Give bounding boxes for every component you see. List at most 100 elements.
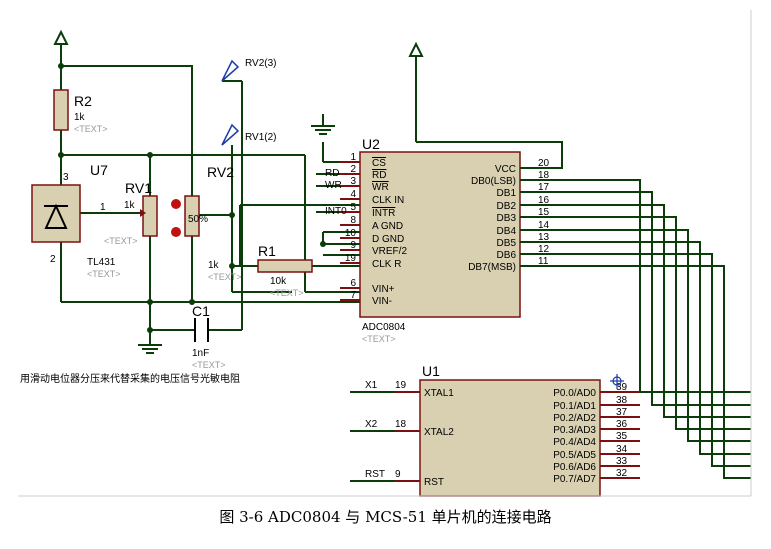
u1-ref: U1 [422,363,440,379]
net-label-int0: INT0 [325,206,347,217]
u2-pin-name: CLK R [372,259,401,270]
c1-ref: C1 [192,303,210,319]
r1-ref: R1 [258,243,276,259]
ground-symbol-c1-icon [138,330,162,354]
u1-pin-name: P0.6/AD6 [553,462,596,473]
u1-pin-number: 35 [616,431,628,442]
u1-pin-name: P0.7/AD7 [553,474,596,485]
potentiometer-rv2: 50% RV2 1k <TEXT> [171,164,242,282]
r2-value: 1k [74,112,86,123]
u2-pin-number: 6 [350,278,356,289]
u2-pin-number: 5 [350,202,356,213]
u2-pin-name: DB2 [497,201,517,212]
u1-pin-number: 19 [395,380,407,391]
u7-pin-1: 1 [100,202,106,213]
analog-wires [60,65,360,331]
voltage-probe-rv1: RV1(2) [221,123,277,146]
rv1-ref: RV1 [125,180,152,196]
resistor-r2: R2 1k <TEXT> [53,89,108,134]
u1-pin-number: 33 [616,456,628,467]
vcc-arrow-adc-icon [408,41,424,142]
c1-text-placeholder: <TEXT> [192,360,226,370]
u1-right-pin-group: 39P0.0/AD038P0.1/AD137P0.2/AD236P0.3/AD3… [553,382,640,485]
r2-text-placeholder: <TEXT> [74,124,108,134]
net-label-rd: RD [325,168,339,179]
capacitor-c1: C1 1nF <TEXT> [192,303,226,370]
r1-text-placeholder: <TEXT> [270,288,304,298]
u2-pin-name: VIN+ [372,284,395,295]
u1-net-label: X2 [365,419,378,430]
u1-pin-name: P0.1/AD1 [553,401,596,412]
u1-pin-name: P0.4/AD4 [553,437,596,448]
u2-pin-number: 15 [538,207,550,218]
u1-pin-number: 32 [616,468,628,479]
rv2-pct: 50% [188,214,208,225]
u2-pin-name: DB1 [497,188,517,199]
u2-pin-name: DB7(MSB) [468,262,516,273]
ground-symbol-adc-icon [311,114,335,135]
u2-pin-name: VIN- [372,296,392,307]
u2-ref: U2 [362,136,380,152]
u1-pin-number: 34 [616,444,628,455]
u2-pin-number: 20 [538,158,550,169]
u1-net-label: X1 [365,380,378,391]
u2-pin-number: 8 [350,215,356,226]
u2-pin-number: 1 [350,152,356,163]
u2-pin-name: VCC [495,164,516,175]
data-bus-wires [416,141,751,479]
rv2-ref: RV2 [207,164,234,180]
r1-value: 10k [270,276,287,287]
u2-pin-number: 19 [345,253,357,264]
u1-pin-number: 9 [395,469,401,480]
u1-pin-number: 39 [616,382,628,393]
r2-ref: R2 [74,93,92,109]
u1-pin-name: RST [424,477,444,488]
potentiometer-rv1: RV1 1k <TEXT> [104,180,158,246]
u2-pin-name: CLK IN [372,195,404,206]
u2-pin-name: VREF/2 [372,246,407,257]
u2-pin-name: DB3 [497,213,517,224]
u2-pin-number: 18 [538,170,550,181]
u2-pin-name: WR [372,182,389,193]
frame-edge [18,10,752,497]
u2-pin-number: 7 [350,290,356,301]
design-note: 用滑动电位器分压来代替采集的电压信号光敏电阻 [20,372,240,385]
u7-text-placeholder: <TEXT> [87,269,121,279]
junction-dots [58,63,326,333]
u2-pin-number: 13 [538,232,550,243]
u7-pin-2: 2 [50,254,56,265]
u2-pin-name: INTR [372,208,395,219]
u1-pin-name: XTAL1 [424,388,454,399]
rv1-value: 1k [124,200,136,211]
u2-pin-number: 2 [350,164,356,175]
u1-pin-number: 18 [395,419,407,430]
u2-pin-name: CS [372,158,386,169]
u2-text-placeholder: <TEXT> [362,334,396,344]
u1-pin-name: P0.0/AD0 [553,388,596,399]
vcc-arrow-left-icon [53,29,69,66]
u1-pin-number: 37 [616,407,628,418]
resistor-r1: R1 10k <TEXT> [257,243,313,298]
u7-pin-3: 3 [63,172,69,183]
u1-pin-name: XTAL2 [424,427,454,438]
u2-pin-name: RD [372,170,386,181]
u2-pin-name: DB6 [497,250,517,261]
u2-pin-number: 3 [350,176,356,187]
u2-pin-name: DB4 [497,226,517,237]
regulator-u7: U7 3 1 2 TL431 <TEXT> [31,162,121,279]
figure-caption: 图 3-6 ADC0804 与 MCS-51 单片机的连接电路 [219,508,552,526]
u1-pin-number: 36 [616,419,628,430]
u2-pin-name: DB5 [497,238,517,249]
net-label-wr: WR [325,180,342,191]
c1-value: 1nF [192,348,209,359]
voltage-probe-rv2: RV2(3) [221,58,277,82]
u1-pin-name: P0.5/AD5 [553,450,596,461]
u2-pin-number: 4 [350,189,356,200]
u1-pin-number: 38 [616,395,628,406]
rv2-text-placeholder: <TEXT> [208,272,242,282]
crosshair-cursor-icon [610,374,624,388]
u1-pin-name: P0.3/AD3 [553,425,596,436]
